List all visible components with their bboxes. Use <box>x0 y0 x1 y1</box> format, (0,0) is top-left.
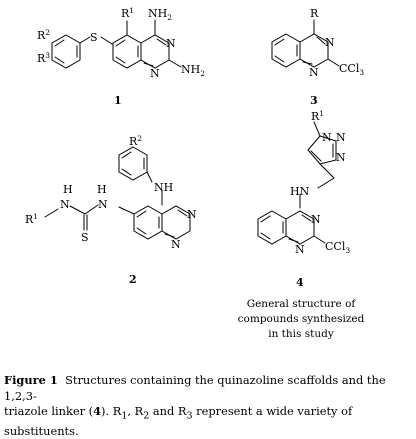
compound-1: R2 R3 S R1 NH2 N N NH2 1 <box>37 6 205 107</box>
compound-1-number: 1 <box>114 94 122 107</box>
caption-line-2-start: triazole linker ( <box>4 404 94 418</box>
compound-2-r1: R1 <box>25 212 38 226</box>
compound-1-amino-top: NH2 <box>148 7 172 22</box>
caption-compound-ref: 4 <box>93 404 102 418</box>
compound-4-ring-n3: N <box>311 213 321 226</box>
compound-4-note-line-2: compounds synthesized <box>238 313 365 325</box>
compound-2-n-left: N <box>60 198 70 211</box>
compound-4-note-line-3: in this study <box>268 328 334 340</box>
compound-2: R2 NH H N N H S R1 N N 2 <box>25 134 197 286</box>
compound-2-n3: N <box>187 208 197 221</box>
compound-1-n1: N <box>150 67 160 80</box>
compound-4-hn: HN <box>290 185 310 198</box>
compound-2-bonds <box>44 146 191 240</box>
compound-1-amino-right: NH2 <box>181 63 205 78</box>
figure-caption: Figure 1 Structures containing the quina… <box>4 373 414 439</box>
caption-sep-1: , R <box>127 404 144 418</box>
compound-4-number: 4 <box>296 276 304 289</box>
compound-1-r2: R2 <box>37 28 50 42</box>
compound-2-h-top: H <box>63 183 73 196</box>
compound-4-note-line-1: General structure of <box>247 298 357 310</box>
compound-2-number: 2 <box>129 273 137 286</box>
caption-line-1-text: Structures containing the quinazoline sc… <box>4 373 386 403</box>
caption-line-1: Figure 1 Structures containing the quina… <box>4 373 414 404</box>
compound-1-r3: R3 <box>37 51 50 65</box>
compound-3-r: R <box>310 7 319 20</box>
compound-3-n3: N <box>325 36 335 49</box>
compound-4-n3: N <box>336 151 346 164</box>
compound-3-bonds <box>271 19 340 68</box>
compound-1-sulfur: S <box>90 31 98 44</box>
figure-structures: R2 R3 S R1 NH2 N N NH2 1 R N N CCl3 3 <box>25 6 365 340</box>
compound-3-trichloromethyl: CCl3 <box>339 62 364 77</box>
compound-4: R1 N N N HN N N CCl3 4 General structure… <box>238 109 365 340</box>
caption-line-2-mid: ). R <box>101 404 122 418</box>
compound-2-r2: R2 <box>129 134 142 148</box>
compound-1-n3: N <box>166 37 176 50</box>
compound-4-ring-n1: N <box>295 243 305 256</box>
caption-label: Figure 1 <box>4 373 58 387</box>
compound-1-bonds <box>51 19 182 69</box>
compound-2-nh: NH <box>154 181 173 194</box>
compound-4-r1: R1 <box>311 109 324 123</box>
compound-1-r1: R1 <box>121 6 134 20</box>
compound-4-n2: N <box>336 131 346 144</box>
compound-3-n1: N <box>309 66 319 79</box>
compound-4-bonds <box>257 121 337 245</box>
caption-line-2: triazole linker (4). R1, R2 and R3 repre… <box>4 404 414 439</box>
compound-2-h-right: H <box>97 183 107 196</box>
compound-4-trichloromethyl: CCl3 <box>325 240 350 255</box>
compound-3-number: 3 <box>310 94 318 107</box>
compound-2-n-right: N <box>98 198 108 211</box>
compound-2-n1: N <box>171 238 181 251</box>
compound-2-sulfur: S <box>81 231 89 244</box>
compound-4-n1: N <box>322 131 332 144</box>
caption-sep-2: and R <box>149 404 187 418</box>
compound-3: R N N CCl3 3 <box>271 7 364 107</box>
